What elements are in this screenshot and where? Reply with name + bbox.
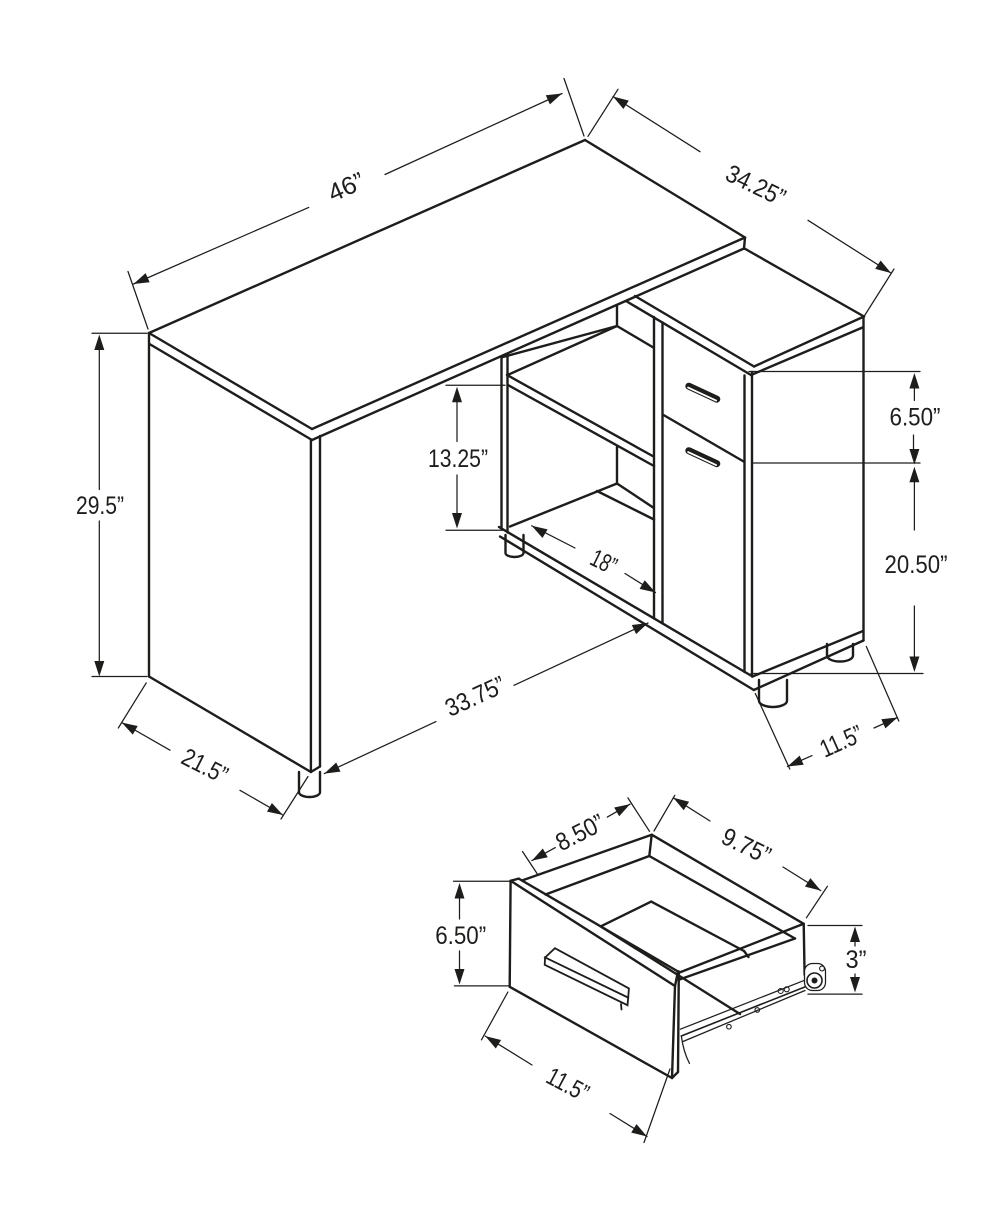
svg-text:13.25”: 13.25”	[428, 445, 488, 473]
svg-text:29.5”: 29.5”	[76, 492, 124, 520]
svg-text:20.50”: 20.50”	[885, 551, 948, 579]
svg-text:6.50”: 6.50”	[435, 922, 486, 950]
svg-text:6.50”: 6.50”	[890, 404, 941, 432]
svg-text:3”: 3”	[846, 946, 867, 974]
